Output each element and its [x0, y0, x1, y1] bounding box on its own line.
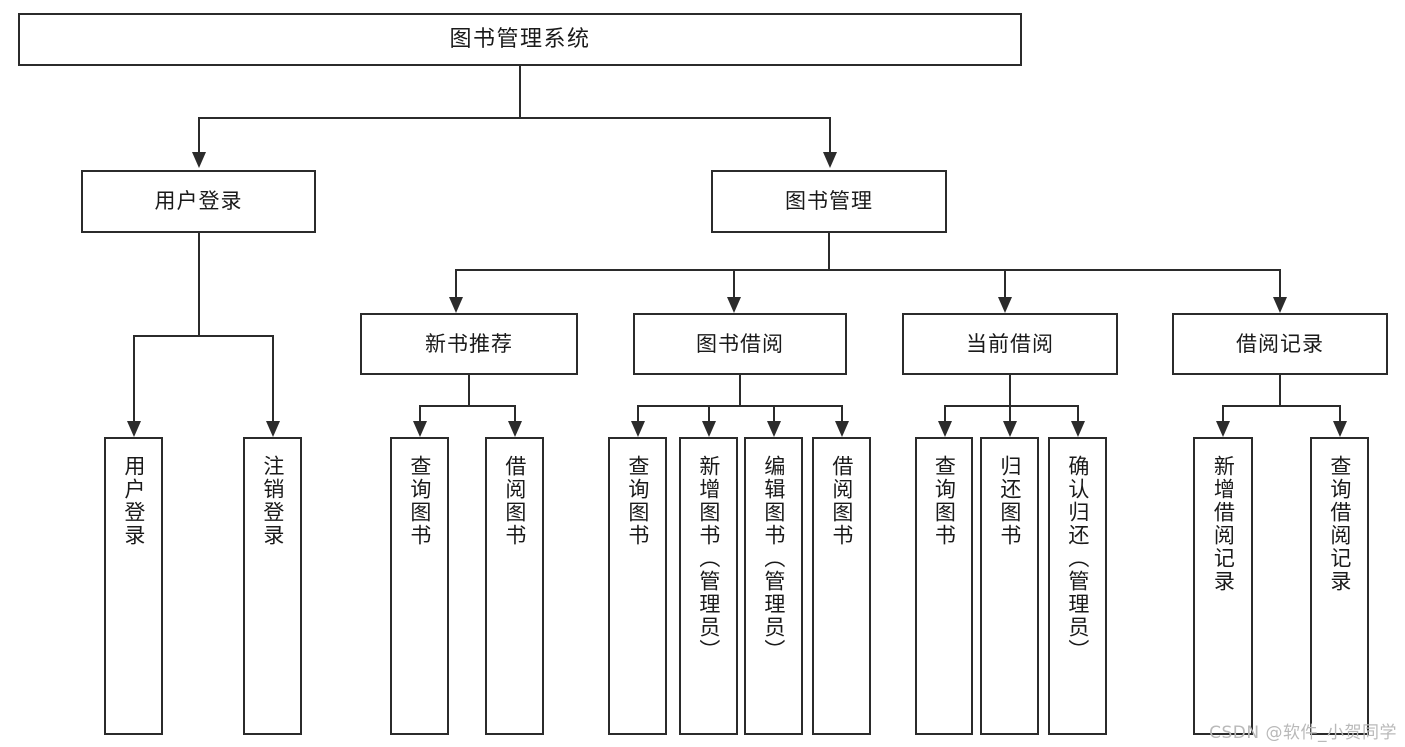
node-leaf-user-login-label: 用户登录	[121, 455, 146, 547]
arrowhead-leaf-query-book-1	[413, 421, 427, 437]
edge-drop-book-manage	[829, 117, 831, 152]
edge-book-borrow-bus	[637, 405, 842, 407]
edge-new-book-rec-bus	[419, 405, 515, 407]
edge-drop-leaf-add-book	[708, 405, 710, 421]
node-leaf-query-record[interactable]: 查询借阅记录	[1310, 437, 1369, 735]
arrowhead-leaf-add-record	[1216, 421, 1230, 437]
edge-drop-leaf-return-book	[1009, 405, 1011, 421]
node-leaf-add-record-label: 新增借阅记录	[1211, 455, 1236, 593]
arrowhead-leaf-edit-book	[767, 421, 781, 437]
node-leaf-edit-book[interactable]: 编辑图书（管理员）	[744, 437, 803, 735]
edge-user-login-stem	[198, 233, 200, 335]
arrowhead-leaf-query-record	[1333, 421, 1347, 437]
node-leaf-edit-book-label: 编辑图书（管理员）	[761, 455, 786, 662]
node-leaf-borrow-book-1-label: 借阅图书	[502, 455, 527, 547]
node-current-borrow[interactable]: 当前借阅	[902, 313, 1118, 375]
edge-level2-bus	[198, 117, 830, 119]
node-leaf-return-book[interactable]: 归还图书	[980, 437, 1039, 735]
node-borrow-record-label: 借阅记录	[1236, 331, 1324, 356]
edge-drop-leaf-user-login	[133, 335, 135, 421]
node-book-manage-label: 图书管理	[785, 189, 873, 213]
edge-borrow-record-bus	[1222, 405, 1340, 407]
edge-drop-leaf-user-logout	[272, 335, 274, 421]
node-leaf-query-book-2[interactable]: 查询图书	[608, 437, 667, 735]
edge-drop-leaf-borrow-book-2	[841, 405, 843, 421]
node-leaf-add-record[interactable]: 新增借阅记录	[1193, 437, 1253, 735]
edge-drop-leaf-borrow-book-1	[514, 405, 516, 421]
node-book-borrow[interactable]: 图书借阅	[633, 313, 847, 375]
arrowhead-borrow-record	[1273, 297, 1287, 313]
arrowhead-leaf-confirm-return	[1071, 421, 1085, 437]
node-leaf-query-book-3-label: 查询图书	[932, 455, 957, 547]
arrowhead-leaf-user-login	[127, 421, 141, 437]
node-leaf-query-book-3[interactable]: 查询图书	[915, 437, 973, 735]
node-new-book-rec[interactable]: 新书推荐	[360, 313, 578, 375]
node-leaf-borrow-book-2-label: 借阅图书	[829, 455, 854, 547]
edge-book-manage-stem	[828, 233, 830, 269]
arrowhead-leaf-user-logout	[266, 421, 280, 437]
edge-drop-leaf-query-record	[1339, 405, 1341, 421]
node-book-manage[interactable]: 图书管理	[711, 170, 947, 233]
edge-new-book-rec-stem	[468, 375, 470, 405]
edge-current-borrow-stem	[1009, 375, 1011, 405]
node-leaf-add-book[interactable]: 新增图书（管理员）	[679, 437, 738, 735]
arrowhead-book-borrow	[727, 297, 741, 313]
node-current-borrow-label: 当前借阅	[966, 331, 1054, 356]
node-leaf-user-logout-label: 注销登录	[260, 455, 285, 547]
node-leaf-query-record-label: 查询借阅记录	[1327, 455, 1352, 593]
edge-drop-leaf-add-record	[1222, 405, 1224, 421]
node-leaf-borrow-book-2[interactable]: 借阅图书	[812, 437, 871, 735]
arrowhead-current-borrow	[998, 297, 1012, 313]
edge-drop-leaf-edit-book	[773, 405, 775, 421]
edge-drop-book-borrow	[733, 269, 735, 297]
arrowhead-leaf-add-book	[702, 421, 716, 437]
node-leaf-add-book-label: 新增图书（管理员）	[696, 455, 721, 662]
node-root-label: 图书管理系统	[449, 26, 591, 52]
edge-borrow-record-stem	[1279, 375, 1281, 405]
node-leaf-query-book-1[interactable]: 查询图书	[390, 437, 449, 735]
edge-book-borrow-stem	[739, 375, 741, 405]
node-root-system[interactable]: 图书管理系统	[18, 13, 1022, 66]
node-book-borrow-label: 图书借阅	[696, 331, 784, 356]
node-leaf-query-book-2-label: 查询图书	[625, 455, 650, 547]
edge-root-stem	[519, 66, 521, 117]
edge-level3-bus	[455, 269, 1281, 271]
edge-drop-borrow-record	[1279, 269, 1281, 297]
node-leaf-return-book-label: 归还图书	[997, 455, 1022, 547]
edge-current-borrow-bus	[944, 405, 1078, 407]
arrowhead-leaf-return-book	[1003, 421, 1017, 437]
edge-drop-leaf-query-book-3	[944, 405, 946, 421]
arrowhead-leaf-query-book-3	[938, 421, 952, 437]
edge-drop-current-borrow	[1004, 269, 1006, 297]
node-leaf-borrow-book-1[interactable]: 借阅图书	[485, 437, 544, 735]
arrowhead-new-book-rec	[449, 297, 463, 313]
edge-drop-leaf-query-book-2	[637, 405, 639, 421]
node-new-book-rec-label: 新书推荐	[425, 331, 513, 356]
node-leaf-confirm-return-label: 确认归还（管理员）	[1065, 455, 1090, 662]
node-borrow-record[interactable]: 借阅记录	[1172, 313, 1388, 375]
node-user-login[interactable]: 用户登录	[81, 170, 316, 233]
arrowhead-leaf-borrow-book-1	[508, 421, 522, 437]
node-user-login-label: 用户登录	[154, 189, 243, 213]
edge-drop-new-book-rec	[455, 269, 457, 297]
arrowhead-leaf-query-book-2	[631, 421, 645, 437]
edge-user-login-bus	[133, 335, 274, 337]
node-leaf-query-book-1-label: 查询图书	[407, 455, 432, 547]
node-leaf-user-logout[interactable]: 注销登录	[243, 437, 302, 735]
arrowhead-book-manage	[823, 152, 837, 168]
arrowhead-leaf-borrow-book-2	[835, 421, 849, 437]
arrowhead-user-login	[192, 152, 206, 168]
edge-drop-leaf-query-book-1	[419, 405, 421, 421]
node-leaf-confirm-return[interactable]: 确认归还（管理员）	[1048, 437, 1107, 735]
edge-drop-leaf-confirm-return	[1077, 405, 1079, 421]
node-leaf-user-login[interactable]: 用户登录	[104, 437, 163, 735]
edge-drop-user-login	[198, 117, 200, 152]
csdn-watermark: CSDN @软件_小贺同学	[1209, 723, 1397, 743]
